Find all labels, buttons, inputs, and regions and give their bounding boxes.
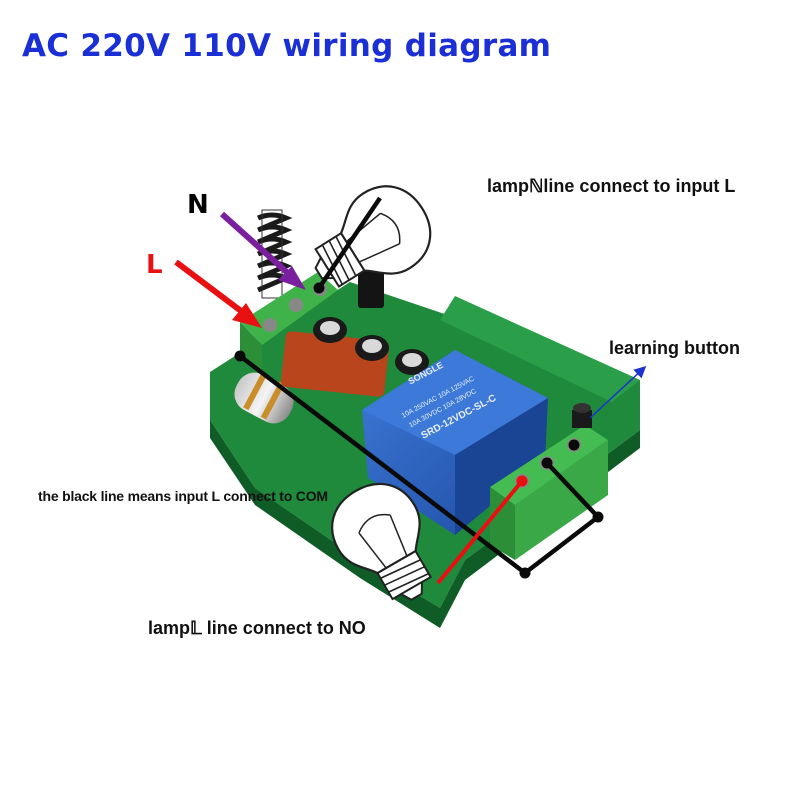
- electrolytic-capacitors: [313, 268, 429, 375]
- arrow-icon: [589, 365, 647, 419]
- red-wire-no: [436, 479, 524, 585]
- page-title: AC 220V 110V wiring diagram: [22, 28, 552, 64]
- wire-n-label: N: [187, 190, 209, 220]
- black-line-note: the black line means input L connect to …: [38, 488, 328, 504]
- arrow-icon: [219, 211, 306, 290]
- learning-button: [572, 403, 592, 428]
- lamp-n-label: lampℕline connect to input L: [487, 176, 736, 196]
- light-bulb-icon: [331, 482, 432, 601]
- wire-l-label: L: [146, 250, 163, 280]
- arrow-icon: [174, 259, 262, 328]
- lamp-l-label: lamp𝕃 line connect to NO: [148, 618, 366, 638]
- learning-button-label: learning button: [609, 338, 740, 358]
- wire-dots: [234, 282, 604, 579]
- wire-dot-no: [516, 475, 528, 487]
- input-terminal-block: [240, 272, 338, 375]
- antenna-coil: [257, 209, 293, 299]
- light-bulb-icon: [314, 185, 432, 288]
